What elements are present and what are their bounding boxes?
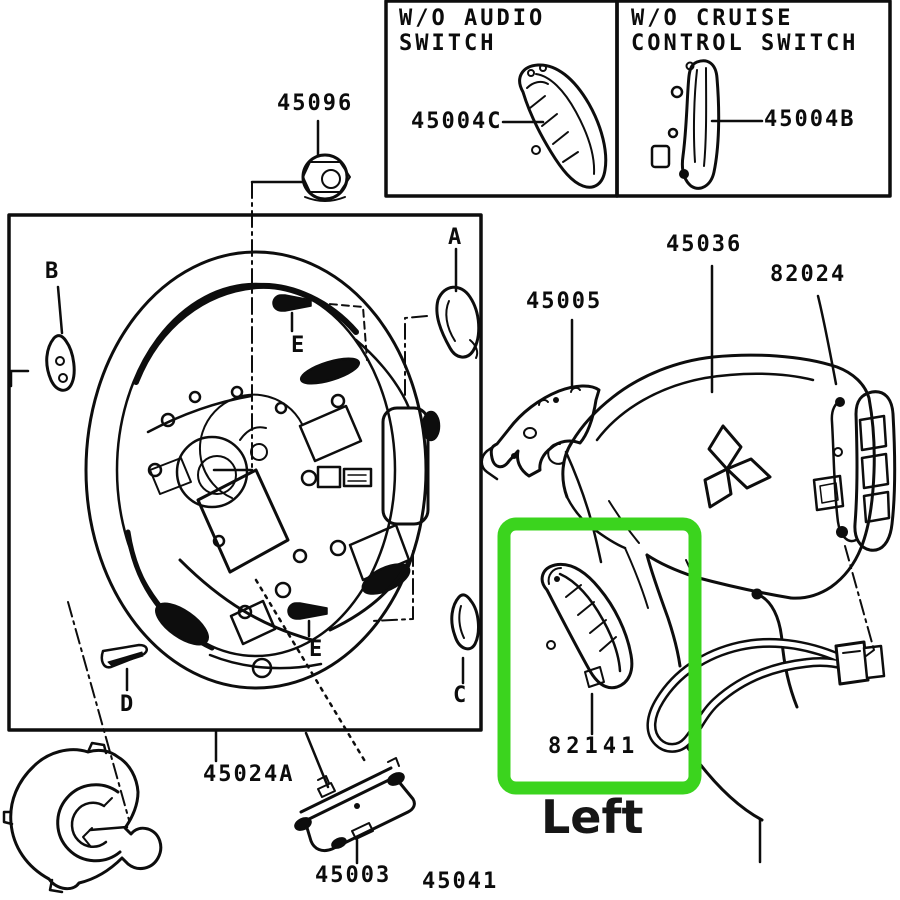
screw-e-top-drawing (272, 294, 312, 333)
part-label-45036: 45036 (666, 232, 743, 257)
callout-letter-e-top: E (291, 333, 307, 358)
highlight-caption-left: Left (541, 790, 644, 844)
part-label-82024: 82024 (770, 262, 847, 287)
clip-b-drawing (45, 285, 76, 392)
screw-e-bottom-drawing (287, 602, 328, 638)
inset-audio-title-line1: W/O AUDIO (399, 6, 546, 31)
clock-spring-drawing (2, 601, 163, 894)
clip-c-drawing (450, 593, 480, 685)
callout-letter-a: A (448, 225, 464, 250)
part-label-45041: 45041 (422, 869, 499, 894)
clip-a-drawing (435, 247, 481, 359)
part-label-45005: 45005 (526, 289, 603, 314)
cover-45005-drawing (480, 318, 603, 564)
part-label-45024a: 45024A (203, 762, 295, 787)
bracket-45003-drawing (214, 729, 416, 865)
switch-82141-drawing (540, 562, 634, 736)
part-label-82141: 82141 (548, 734, 640, 759)
part-label-45003: 45003 (315, 863, 392, 888)
main-parts-box (7, 213, 483, 732)
inset-cruise-title-line1: W/O CRUISE (631, 6, 794, 31)
part-label-45096: 45096 (277, 91, 354, 116)
part-label-45004b: 45004B (764, 107, 856, 132)
airbag-45036-drawing (561, 264, 876, 668)
callout-letter-e-bottom: E (309, 637, 325, 662)
switch-82024-drawing (812, 294, 897, 552)
inset-box-cruise (615, 0, 892, 198)
nut-45096-drawing (212, 119, 351, 472)
inset-cruise-title-line2: CONTROL SWITCH (631, 31, 859, 56)
callout-letter-c: C (453, 683, 469, 708)
highlight-box (497, 517, 702, 795)
callout-letter-b: B (45, 259, 61, 284)
inset-audio-title-line2: SWITCH (399, 31, 497, 56)
steering-wheel-drawing (9, 250, 441, 765)
blade-d-drawing (100, 643, 148, 692)
part-label-45004c: 45004C (411, 109, 503, 134)
callout-letter-d: D (120, 692, 136, 717)
mitsubishi-logo (703, 424, 772, 509)
